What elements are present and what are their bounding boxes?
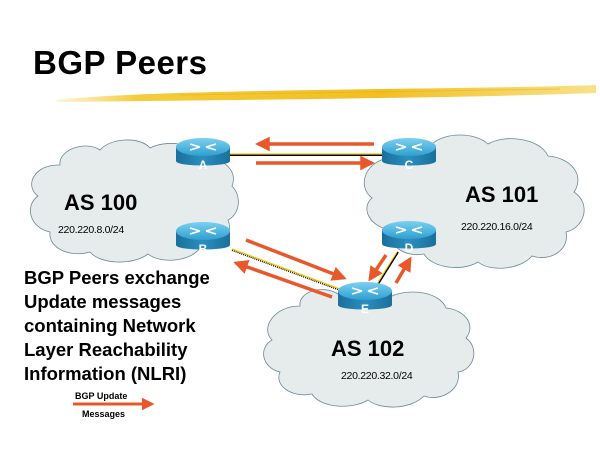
description-text: BGP Peers exchange Update messages conta… (24, 266, 210, 386)
as102-label: AS 102 (331, 336, 405, 361)
update-arrow-e-to-b (233, 259, 333, 299)
as100-label: AS 100 (64, 190, 138, 215)
as101-network: 220.220.16.0/24 (461, 221, 533, 233)
as100-network: 220.220.8.0/24 (58, 224, 124, 236)
peer-link-b-e (231, 248, 341, 291)
router-e[interactable]: E (338, 282, 392, 316)
router-a[interactable]: A (176, 138, 230, 172)
brush-streak (179, 88, 561, 96)
router-a-label: A (199, 158, 208, 172)
legend-label-line1: BGP Update (75, 391, 128, 401)
peer-link-a-c (230, 153, 384, 156)
router-d-label: D (405, 241, 414, 255)
page-title: BGP Peers (33, 44, 208, 81)
update-arrow-e-to-d (394, 256, 412, 284)
title-underline-brush (55, 85, 596, 102)
description-line: Layer Reachability (24, 339, 188, 360)
peer-link-d-e (376, 251, 399, 285)
router-icon (351, 287, 379, 295)
router-icon (189, 143, 217, 151)
description-line: Update messages (24, 291, 182, 312)
router-b[interactable]: B (176, 222, 230, 256)
router-icon (395, 143, 423, 151)
description-line: BGP Peers exchange (24, 267, 210, 288)
router-b-label: B (199, 242, 208, 256)
as102-network: 220.220.32.0/24 (341, 370, 413, 382)
update-arrow-b-to-e (245, 238, 347, 281)
router-icon (189, 227, 217, 235)
router-d[interactable]: D (382, 221, 436, 255)
router-e-label: E (361, 302, 369, 316)
description-line: containing Network (24, 315, 196, 336)
description-line: Information (NLRI) (24, 363, 187, 384)
router-c-label: C (405, 158, 414, 172)
router-c[interactable]: C (382, 138, 436, 172)
legend-label-line2: Messages (82, 409, 126, 419)
router-icon (395, 226, 423, 234)
as101-label: AS 101 (465, 182, 539, 207)
update-arrow-d-to-e (368, 254, 388, 282)
